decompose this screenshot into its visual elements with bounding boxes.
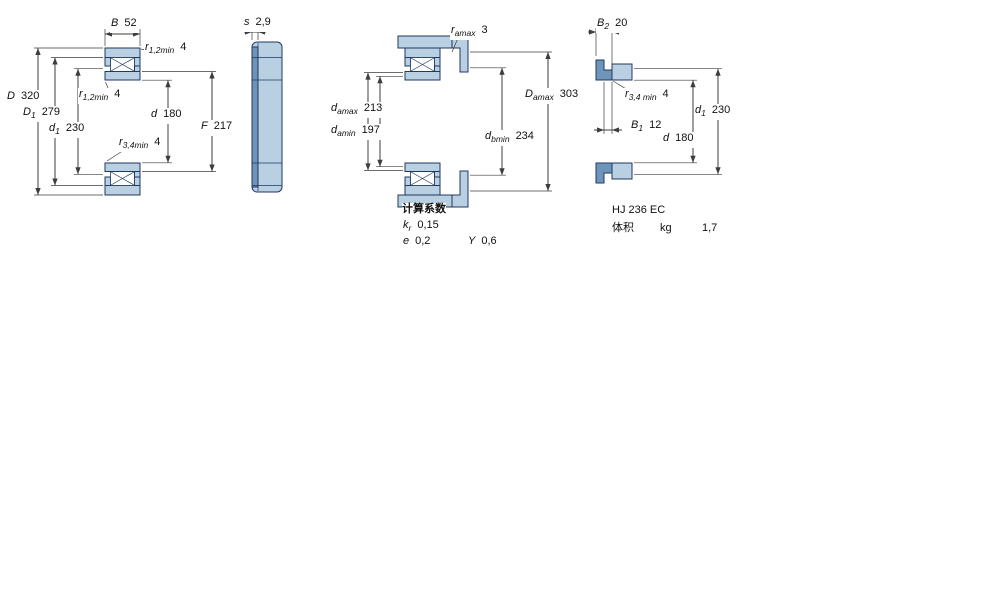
dim-label-r34min: r3,4 min 4 (624, 88, 670, 105)
dim-value: 52 (124, 17, 137, 29)
dim-label-d: d 180 (150, 108, 183, 125)
dim-symbol: r (119, 136, 123, 148)
dim-label-Damax: Damax 303 (524, 88, 580, 105)
dim-subscript: amax (532, 92, 554, 103)
ring-designation: HJ 236 EC (612, 204, 666, 217)
dim-label-damax: damax 213 (330, 102, 384, 119)
dim-subscript: bmin (491, 134, 510, 145)
mass-label: 体积 (612, 222, 634, 235)
dim-symbol: r (625, 88, 629, 100)
dim-subscript: 1 (55, 126, 60, 137)
dim-value: 12 (649, 119, 662, 131)
dim-value: 20 (615, 17, 628, 29)
dim-label-B: B 52 (110, 17, 138, 34)
dim-value: 4 (180, 41, 187, 53)
dim-symbol: D (525, 88, 533, 100)
factor-symbol: Y (468, 235, 476, 247)
dim-label-D1: D1 279 (22, 106, 62, 123)
mounting-dimension-lines (364, 37, 552, 192)
dim-subscript: amax (337, 106, 358, 117)
factor-e: e 0,2 (402, 235, 432, 252)
dim-label-r12-top: r1,2min 4 (144, 41, 188, 58)
dim-symbol: r (145, 41, 149, 53)
factor-symbol: e (403, 235, 410, 247)
factor-subscript: r (408, 223, 412, 234)
dim-value: 4 (114, 88, 121, 100)
angle-ring-dimension-lines (588, 28, 722, 175)
dim-value: 230 (65, 122, 85, 134)
dim-label-d1: d1 230 (48, 122, 86, 139)
dim-value: 4 (662, 88, 669, 100)
dim-symbol: s (244, 16, 250, 28)
dim-subscript: 1,2min (82, 92, 109, 103)
dim-label-B1: B1 12 (630, 119, 663, 136)
dim-symbol: B (631, 119, 639, 131)
factor-Y: Y 0,6 (467, 235, 498, 252)
dim-label-dbmin: dbmin 234 (484, 130, 535, 147)
dim-value: 230 (711, 104, 731, 116)
angle-ring-figure (595, 59, 633, 184)
dim-subscript: 1,2min (148, 45, 175, 56)
side-view-figure (251, 41, 283, 193)
left-bearing-cross-section (105, 48, 140, 195)
dim-label-D: D 320 (6, 90, 41, 107)
dim-value: 303 (559, 88, 579, 100)
factor-symbol: k (403, 219, 409, 231)
dim-value: 197 (361, 124, 380, 136)
dim-label-ramax: ramax 3 (450, 24, 489, 41)
dim-symbol: D (7, 90, 15, 102)
dim-label-ring-d1: d1 230 (694, 104, 732, 121)
dim-symbol: F (201, 120, 208, 132)
dim-value: 320 (20, 90, 40, 102)
dim-value: 180 (675, 132, 694, 144)
dim-subscript: 1 (701, 108, 706, 119)
mass-value: 1,7 (702, 222, 718, 235)
mounting-bearing-cross-section (405, 48, 440, 195)
mass-unit: kg (660, 222, 672, 235)
dim-value: 180 (163, 108, 182, 120)
dim-value: 234 (515, 130, 534, 142)
factor-kr: kr 0,15 (402, 219, 440, 236)
dim-label-ring-d: d 180 (662, 132, 695, 149)
dim-symbol: d (151, 108, 158, 120)
dim-value: 213 (363, 102, 383, 114)
dim-label-F: F 217 (200, 120, 234, 137)
factor-value: 0,15 (417, 219, 439, 231)
dim-subscript: 2 (604, 21, 610, 32)
dim-symbol: d (695, 104, 702, 116)
dim-label-r34: r3,4min 4 (118, 136, 162, 153)
factor-value: 0,2 (415, 235, 431, 247)
factor-value: 0,6 (481, 235, 497, 247)
dim-symbol: r (451, 24, 455, 36)
dim-symbol: d (663, 132, 670, 144)
dim-symbol: d (485, 130, 492, 142)
dim-label-B2: B2 20 (596, 17, 629, 34)
dim-value: 4 (154, 136, 161, 148)
dim-subscript: 3,4min (122, 140, 149, 151)
dim-subscript: 1 (30, 110, 36, 121)
dim-value: 279 (41, 106, 61, 118)
dim-subscript: 3,4 min (628, 92, 657, 103)
dim-symbol: B (597, 17, 605, 29)
dim-label-s: s 2,9 (243, 16, 272, 33)
dim-symbol: d (331, 124, 338, 136)
dim-subscript: 1 (638, 123, 644, 134)
dim-value: 2,9 (255, 16, 271, 28)
calculation-factors-title: 计算系数 (402, 203, 446, 216)
dim-symbol: d (331, 102, 338, 114)
dim-value: 217 (213, 120, 233, 132)
dim-symbol: B (111, 17, 119, 29)
dim-subscript: amax (454, 28, 476, 39)
dim-label-damin: damin 197 (330, 124, 381, 141)
dim-subscript: amin (337, 128, 356, 139)
dim-symbol: d (49, 122, 56, 134)
dim-value: 3 (481, 24, 488, 36)
dim-label-r12-mid: r1,2min 4 (78, 88, 122, 105)
dim-symbol: r (79, 88, 83, 100)
dim-symbol: D (23, 106, 31, 118)
